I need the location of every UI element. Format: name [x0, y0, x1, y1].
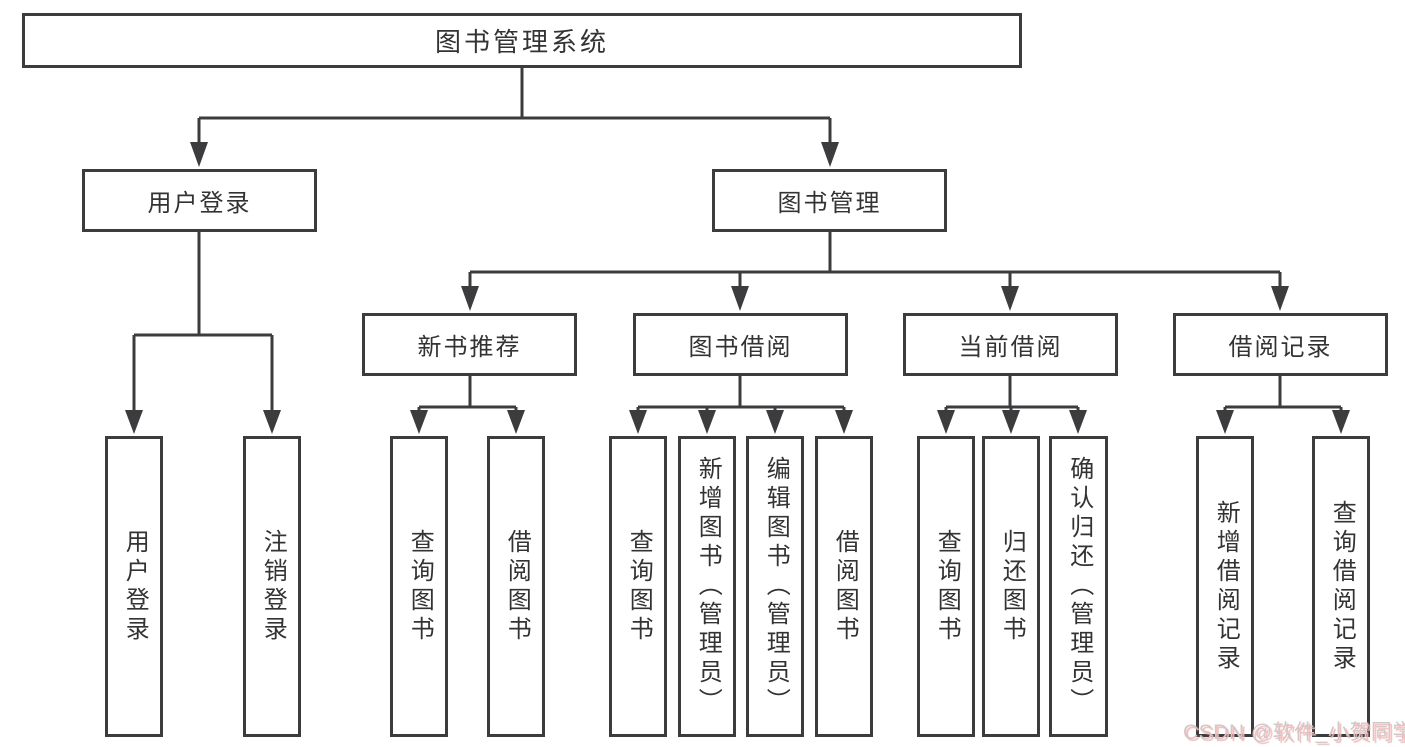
leaf-return-book: 归还图书	[982, 436, 1040, 737]
csdn-watermark: CSDN @软件_小贺同学	[1183, 721, 1405, 744]
node-current-borrow-label: 当前借阅	[958, 334, 1063, 361]
node-book-management-label: 图书管理	[777, 190, 882, 217]
leaf-borrow-query-book: 查询图书	[609, 436, 667, 737]
node-borrow-record: 借阅记录	[1173, 313, 1388, 376]
node-new-book-recommend: 新书推荐	[362, 313, 577, 376]
node-user-login-label: 用户登录	[147, 190, 252, 217]
node-current-borrow: 当前借阅	[903, 313, 1118, 376]
node-root: 图书管理系统	[22, 13, 1022, 68]
node-book-borrow-label: 图书借阅	[688, 334, 793, 361]
leaf-edit-book-admin: 编辑图书（管理员）	[746, 436, 804, 737]
leaf-query-borrow-record: 查询借阅记录	[1312, 436, 1370, 737]
node-root-label: 图书管理系统	[434, 27, 609, 57]
node-borrow-record-label: 借阅记录	[1228, 334, 1333, 361]
node-book-borrow: 图书借阅	[633, 313, 848, 376]
leaf-logout: 注销登录	[243, 436, 301, 737]
leaf-current-query-book: 查询图书	[917, 436, 975, 737]
node-book-management: 图书管理	[712, 169, 947, 232]
node-user-login: 用户登录	[82, 169, 317, 232]
leaf-borrow-book: 借阅图书	[815, 436, 873, 737]
arrowheads	[125, 142, 1350, 434]
leaf-confirm-return-admin: 确认归还（管理员）	[1049, 436, 1108, 737]
leaf-user-login: 用户登录	[105, 436, 163, 737]
leaf-recommend-query-book: 查询图书	[390, 436, 448, 737]
leaf-add-book-admin: 新增图书（管理员）	[678, 436, 736, 737]
node-new-book-recommend-label: 新书推荐	[417, 334, 522, 361]
leaf-add-borrow-record: 新增借阅记录	[1196, 436, 1254, 737]
leaf-recommend-borrow-book: 借阅图书	[487, 436, 545, 737]
